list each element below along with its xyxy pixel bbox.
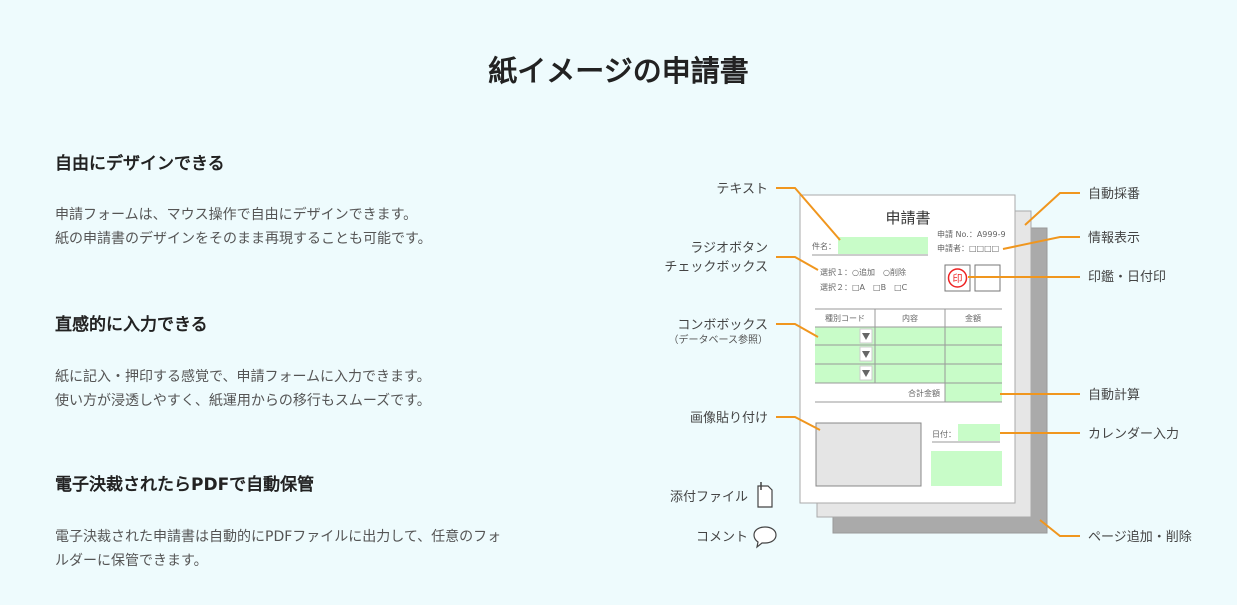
- section-text: 紙に記入・押印する感覚で、申請フォームに入力できます。使い方が浸透しやすく、紙運…: [55, 369, 431, 409]
- callout-lines: [776, 187, 1080, 537]
- column-header: 種別コード: [825, 313, 865, 323]
- section-heading: 電子決裁されたらPDFで自動保管: [55, 475, 315, 495]
- page-title: 紙イメージの申請書: [488, 54, 749, 88]
- section-heading: 直感的に入力できる: [55, 315, 208, 335]
- subject-label: 件名：: [812, 241, 836, 251]
- svg-text:印: 印: [953, 273, 963, 285]
- total-label: 合計金額: [908, 388, 940, 398]
- form-title: 申請書: [885, 209, 930, 227]
- choice-2: 選択２：□A □B □C: [820, 282, 908, 292]
- label-checkbox: チェックボックス: [664, 260, 768, 275]
- label-combo-sub: （データベース参照）: [669, 333, 769, 346]
- comment-icon: [753, 526, 777, 549]
- attachment-icon: [757, 485, 773, 508]
- label-seal: 印鑑・日付印: [1088, 269, 1166, 285]
- seal-icon: [947, 268, 968, 288]
- column-header: 内容: [902, 313, 918, 323]
- section-text: 電子決裁された申請書は自動的にPDFファイルに出力して、任意のフォルダーに保管で…: [55, 529, 502, 569]
- detail-table: 種別コード 内容 金額 合計金額: [815, 308, 1002, 403]
- label-combo: コンボボックス: [677, 318, 768, 333]
- label-calendar: カレンダー入力: [1088, 427, 1179, 442]
- section-text: 申請フォームは、マウス操作で自由にデザインできます。紙の申請書のデザインをそのま…: [55, 207, 432, 247]
- application-number: 申請 No.：A999-9: [937, 229, 1006, 239]
- label-attachment: 添付ファイル: [670, 490, 748, 505]
- label-text: テキスト: [716, 182, 768, 197]
- label-auto-calc: 自動計算: [1088, 387, 1140, 403]
- label-radio: ラジオボタン: [690, 241, 768, 256]
- label-image: 画像貼り付け: [690, 411, 768, 426]
- column-header: 金額: [965, 313, 981, 323]
- image-area: [815, 422, 922, 487]
- free-field: [931, 451, 1002, 486]
- date-field: [958, 424, 1000, 441]
- choice-1: 選択１：○追加 ○削除: [820, 267, 906, 277]
- label-pages: ページ追加・削除: [1088, 529, 1192, 545]
- subject-field: [838, 237, 928, 254]
- applicant: 申請者：□□□□: [937, 243, 999, 253]
- label-auto-number: 自動採番: [1088, 187, 1140, 202]
- label-comment: コメント: [696, 530, 748, 545]
- label-info: 情報表示: [1088, 231, 1140, 246]
- section-heading: 自由にデザインできる: [55, 154, 225, 174]
- date-label: 日付：: [932, 429, 956, 439]
